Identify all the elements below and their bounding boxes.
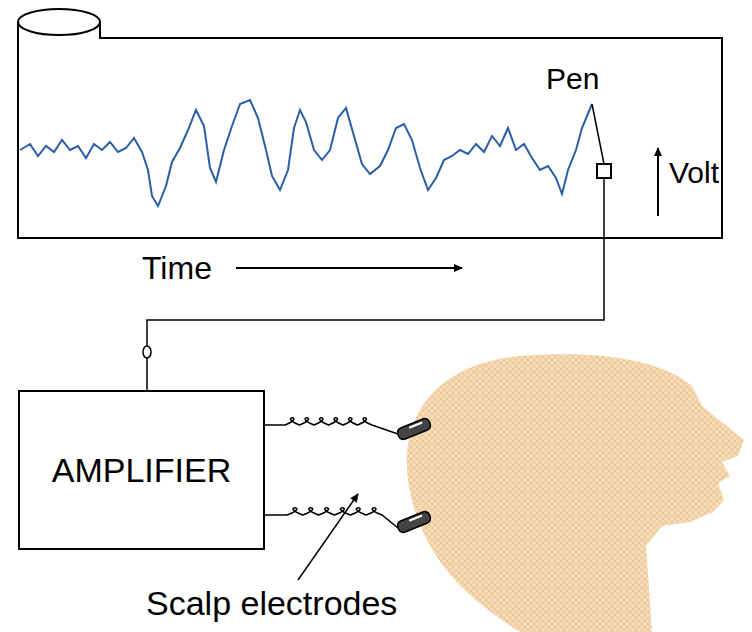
scalp-electrode [396, 510, 432, 534]
eeg-trace [20, 100, 592, 206]
paper-roll [18, 9, 722, 238]
pen-arm [592, 104, 604, 164]
electrode-lead [265, 508, 398, 528]
axis-label: Volt [669, 158, 719, 188]
time-arrow [236, 267, 462, 269]
axis-label: Time [142, 252, 212, 284]
amplifier-box: AMPLIFIER [18, 390, 265, 550]
pen-tip [597, 164, 611, 178]
head-silhouette [407, 354, 744, 632]
box-label: AMPLIFIER [52, 453, 231, 487]
electrode-lead [265, 418, 398, 434]
scalp-electrode [396, 417, 432, 441]
part-label: Scalp electrodes [146, 586, 397, 620]
pen-label: Pen [546, 64, 599, 94]
pointer-arrow [298, 494, 358, 580]
volt-arrow [657, 148, 659, 216]
wire-connector [143, 346, 151, 358]
